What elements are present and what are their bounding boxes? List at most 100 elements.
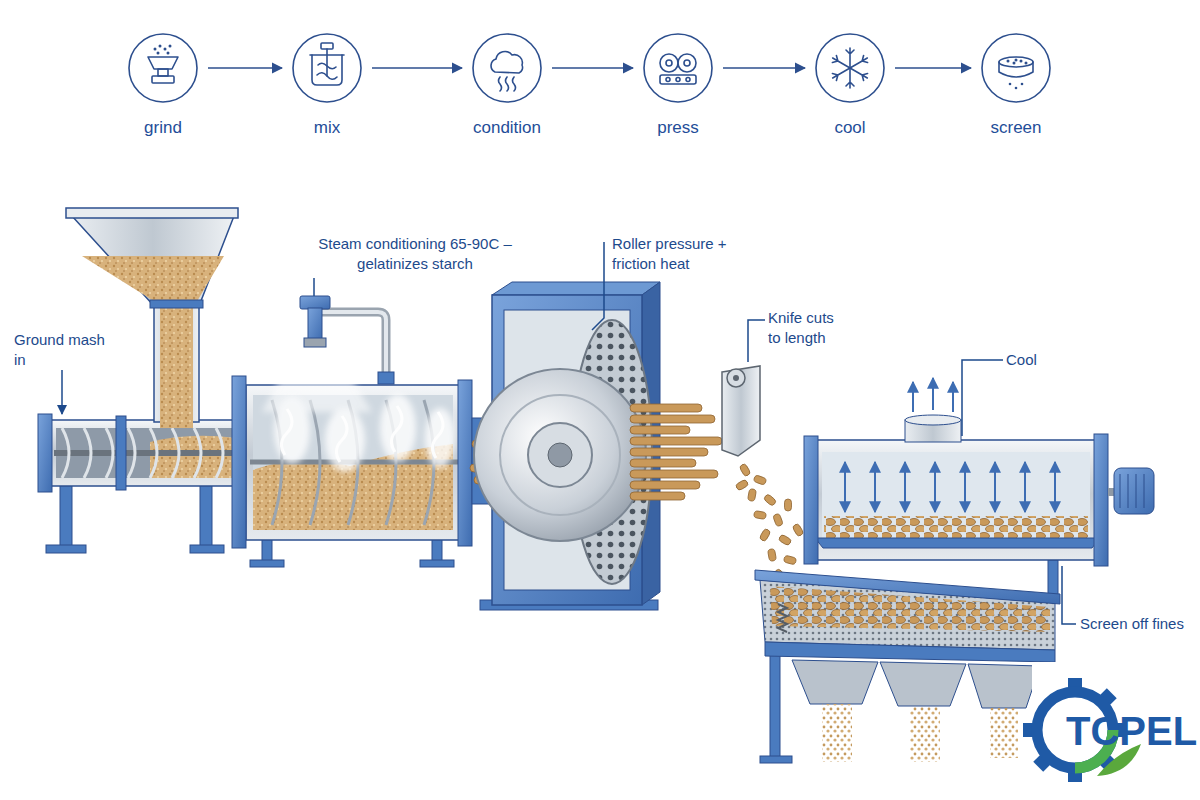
pellet-cooler xyxy=(932,378,934,410)
step-circle-outline xyxy=(815,33,885,103)
step-label: mix xyxy=(247,118,407,138)
pellet-cooler xyxy=(1114,468,1154,514)
falling-pellets xyxy=(773,513,784,527)
pellet-mill-die xyxy=(528,423,592,487)
extruded-pellets xyxy=(630,437,722,445)
press-icon xyxy=(660,75,696,84)
cutting-knife xyxy=(727,369,745,387)
pellet-cooler xyxy=(824,516,1088,538)
steam-conditioner xyxy=(420,560,454,567)
falling-pellets xyxy=(785,499,792,511)
extruded-pellets xyxy=(630,470,718,478)
screw-feeder xyxy=(106,428,113,478)
step-label: grind xyxy=(83,118,243,138)
pellet-cooler xyxy=(1136,474,1137,508)
falling-pellets xyxy=(759,528,771,542)
screen-icon xyxy=(1021,83,1024,86)
vibrating-screen xyxy=(910,706,940,762)
vibrating-screen xyxy=(755,570,1060,763)
mix-icon xyxy=(317,63,337,79)
vibrating-screen xyxy=(792,660,878,704)
steam-conditioner xyxy=(262,345,372,412)
pellet-mill-die xyxy=(474,369,646,541)
steam-conditioner xyxy=(262,345,455,472)
steam-injector xyxy=(322,312,386,384)
screen-icon xyxy=(1015,87,1018,90)
mix-icon xyxy=(321,43,333,49)
pellet-cooler xyxy=(912,382,914,412)
press-icon xyxy=(666,78,670,82)
grind-icon xyxy=(148,45,178,84)
steam-conditioner xyxy=(380,394,416,462)
steam-conditioner xyxy=(432,412,443,458)
steam-conditioner xyxy=(336,416,347,462)
cool-icon xyxy=(846,48,854,88)
callout-label: Steam conditioning 65-90C – gelatinizes … xyxy=(300,234,530,273)
falling-pellets xyxy=(783,555,796,565)
pellet-mill-die xyxy=(474,282,660,610)
step-circle-outline xyxy=(292,33,362,103)
logo-mark xyxy=(1023,678,1141,782)
falling-pellets xyxy=(735,479,749,491)
steam-injector xyxy=(378,372,394,384)
leader-line xyxy=(1062,566,1076,624)
screen-icon xyxy=(1007,59,1028,90)
screw-feeder xyxy=(200,484,212,548)
pellet-cooler xyxy=(845,462,1055,512)
extruded-pellets xyxy=(630,426,690,434)
screw-feeder xyxy=(38,414,240,553)
screw-feeder xyxy=(60,484,72,548)
steam-conditioner xyxy=(232,345,499,567)
callout-label: Knife cuts to length xyxy=(768,308,844,347)
steam-conditioner xyxy=(310,400,320,525)
leader-line xyxy=(962,360,1003,436)
grind-icon xyxy=(157,52,160,55)
pellet-mill-die xyxy=(500,395,620,515)
screw-feeder xyxy=(150,428,157,478)
mix-icon xyxy=(312,55,342,85)
screen-icon xyxy=(1025,62,1028,65)
logo-mark xyxy=(1023,662,1200,800)
feed-hopper xyxy=(72,216,234,306)
pellet-cooler xyxy=(810,440,1100,560)
pellet-cooler xyxy=(1054,462,1056,512)
pellet-cooler xyxy=(844,462,846,512)
vibrating-screen xyxy=(778,604,787,632)
feed-hopper xyxy=(82,256,224,303)
step-label: screen xyxy=(936,118,1096,138)
callout-label: Cool xyxy=(1006,350,1037,370)
press-icon xyxy=(686,78,690,82)
flow-arrow xyxy=(723,67,805,69)
screw-feeder xyxy=(194,428,201,478)
step-circle xyxy=(644,34,712,102)
steam-conditioner xyxy=(250,560,284,567)
condition-icon xyxy=(491,51,523,73)
extruded-pellets xyxy=(630,481,700,489)
screw-feeder xyxy=(116,416,126,490)
grind-icon xyxy=(154,48,157,51)
logo-mark xyxy=(1032,662,1200,800)
vibrating-screen xyxy=(990,708,1018,758)
steam-conditioner xyxy=(425,408,455,468)
steam-injector xyxy=(304,338,326,347)
process-step-circle: press xyxy=(643,33,713,103)
pellet-mill-die xyxy=(548,443,572,467)
grind-icon xyxy=(158,69,168,76)
pellet-cooler xyxy=(1120,474,1144,508)
vibrating-screen xyxy=(755,570,1060,604)
cool-icon xyxy=(831,55,870,82)
step-circle-outline xyxy=(472,33,542,103)
pellet-cooler xyxy=(804,378,1154,600)
press-icon xyxy=(676,78,680,82)
pellet-cooler xyxy=(994,462,996,512)
step-circle xyxy=(293,34,361,102)
screw-feeder xyxy=(54,450,240,456)
step-circle-outline xyxy=(128,33,198,103)
leader-line xyxy=(62,242,1076,624)
falling-pellets xyxy=(778,534,792,546)
steam-injector xyxy=(300,296,394,384)
logo-mark xyxy=(1037,692,1113,768)
falling-pellets xyxy=(792,523,804,537)
